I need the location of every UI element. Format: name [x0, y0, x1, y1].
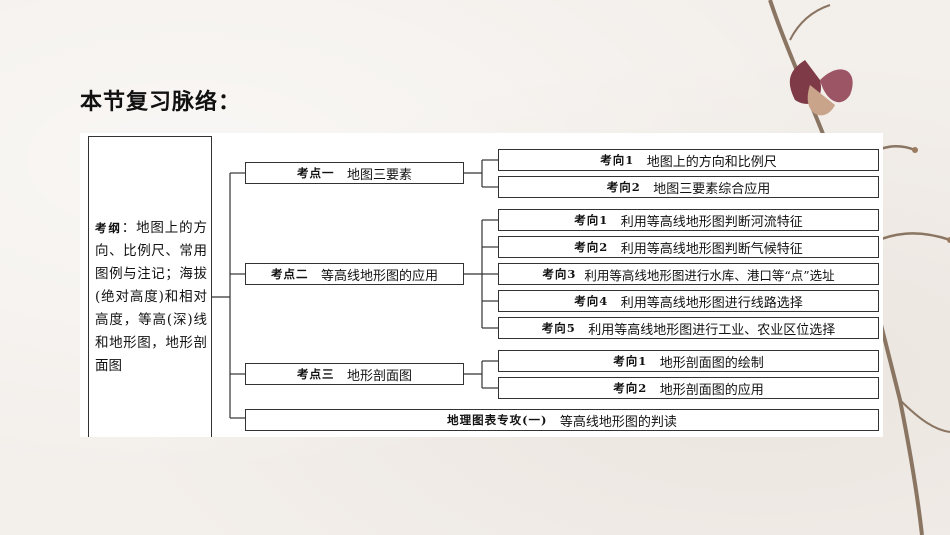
- kaodian-1-tag: 考点一: [297, 166, 335, 180]
- direction-text: 利用等高线地形图进行水库、港口等“点”选址: [584, 267, 835, 283]
- kaodian-3-direction-1: 考向1 地形剖面图的绘制: [498, 350, 879, 372]
- outline-label: 考纲: [95, 221, 122, 235]
- kaodian-2-direction-5: 考向5 利用等高线地形图进行工业、农业区位选择: [498, 317, 879, 339]
- kaodian-3-box: 考点三 地形剖面图: [245, 363, 464, 385]
- kaodian-2-box: 考点二 等高线地形图的应用: [245, 263, 464, 285]
- kaodian-2-direction-1: 考向1 利用等高线地形图判断河流特征: [498, 209, 879, 231]
- direction-tag: 考向3: [542, 267, 577, 281]
- direction-tag: 考向2: [606, 180, 641, 194]
- direction-text: 地形剖面图的绘制: [659, 355, 764, 371]
- kaodian-1-direction-2: 考向2 地图三要素综合应用: [498, 176, 879, 198]
- direction-text: 利用等高线地形图判断河流特征: [620, 214, 803, 230]
- kaodian-2-direction-4: 考向4 利用等高线地形图进行线路选择: [498, 290, 879, 312]
- direction-text: 利用等高线地形图判断气候特征: [620, 241, 803, 257]
- page-title: 本节复习脉络：: [80, 90, 242, 115]
- direction-text: 利用等高线地形图进行工业、农业区位选择: [588, 322, 836, 338]
- direction-text: 利用等高线地形图进行线路选择: [620, 295, 803, 311]
- direction-tag: 考向5: [541, 321, 576, 335]
- direction-tag: 考向4: [574, 294, 609, 308]
- special-topic-text: 等高线地形图的判读: [559, 414, 677, 430]
- direction-text: 地图上的方向和比例尺: [646, 154, 777, 170]
- kaodian-2-tag: 考点二: [271, 267, 309, 281]
- special-topic-box: 地理图表专攻(一) 等高线地形图的判读: [245, 409, 879, 431]
- outline-box: 考纲：地图上的方向、比例尺、常用图例与注记；海拔(绝对高度)和相对高度，等高(深…: [88, 136, 212, 437]
- direction-tag: 考向1: [613, 354, 648, 368]
- direction-tag: 考向2: [613, 381, 648, 395]
- kaodian-1-box: 考点一 地图三要素: [245, 162, 464, 184]
- kaodian-3-tag: 考点三: [297, 367, 335, 381]
- kaodian-1-direction-1: 考向1 地图上的方向和比例尺: [498, 149, 879, 171]
- direction-tag: 考向2: [574, 240, 609, 254]
- direction-text: 地图三要素综合应用: [653, 181, 771, 197]
- outline-text: ：地图上的方向、比例尺、常用图例与注记；海拔(绝对高度)和相对高度，等高(深)线…: [95, 220, 208, 374]
- kaodian-1-title: 地图三要素: [346, 167, 412, 183]
- kaodian-2-direction-3: 考向3 利用等高线地形图进行水库、港口等“点”选址: [498, 263, 879, 285]
- knowledge-map: 考纲：地图上的方向、比例尺、常用图例与注记；海拔(绝对高度)和相对高度，等高(深…: [80, 133, 883, 437]
- kaodian-3-direction-2: 考向2 地形剖面图的应用: [498, 377, 879, 399]
- direction-tag: 考向1: [600, 153, 635, 167]
- special-topic-tag: 地理图表专攻(一): [447, 413, 548, 427]
- direction-text: 地形剖面图的应用: [659, 382, 764, 398]
- connector-lines: [212, 159, 498, 419]
- kaodian-3-title: 地形剖面图: [346, 368, 412, 384]
- direction-tag: 考向1: [574, 213, 609, 227]
- kaodian-2-title: 等高线地形图的应用: [320, 268, 438, 284]
- kaodian-2-direction-2: 考向2 利用等高线地形图判断气候特征: [498, 236, 879, 258]
